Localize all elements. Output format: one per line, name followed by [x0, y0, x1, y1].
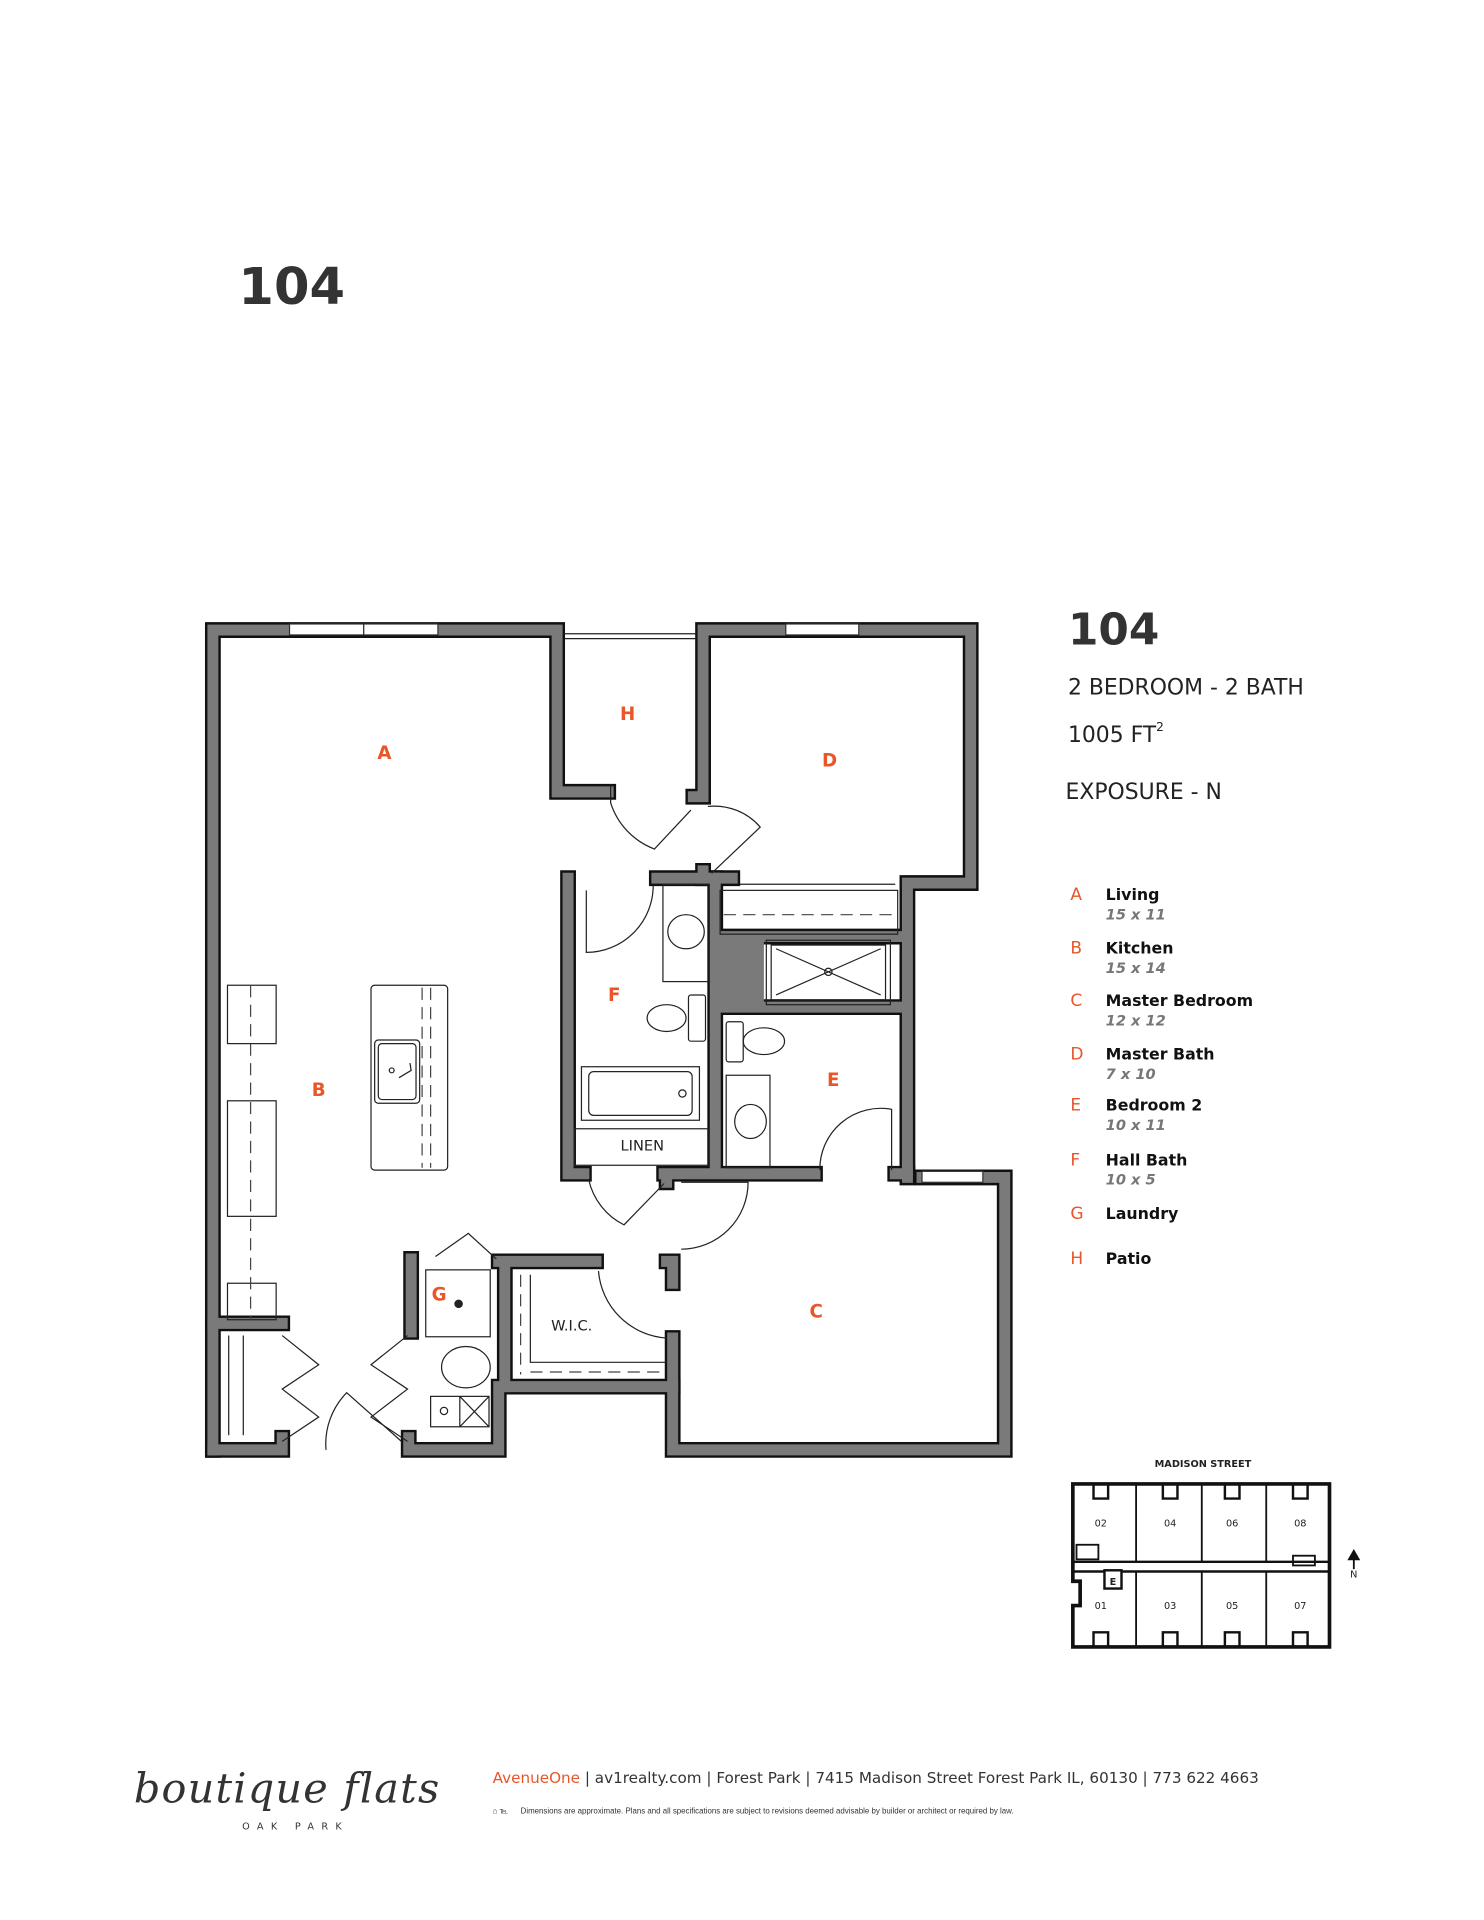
legend-item: E Bedroom 2 10 x 11 — [1070, 1096, 1202, 1134]
unit-layout: 2 BEDROOM - 2 BATH — [1068, 676, 1304, 701]
legend-room-name: Patio — [1106, 1249, 1152, 1268]
disclaimer: Dimensions are approximate. Plans and al… — [521, 1807, 1014, 1816]
room-legend: A Living 15 x 11 B Kitchen 15 x 14 C Master Bed… — [1070, 885, 1253, 1269]
key-plan-unit: 07 — [1294, 1601, 1306, 1612]
wall — [685, 622, 979, 1186]
street-label: MADISON STREET — [1155, 1459, 1252, 1470]
elevator-label: E — [1110, 1577, 1117, 1588]
legend-room-dims: 10 x 5 — [1106, 1172, 1156, 1189]
legend-item: B Kitchen 15 x 14 — [1070, 939, 1173, 977]
legend-room-name: Master Bath — [1106, 1044, 1215, 1063]
key-plan-unit: 04 — [1164, 1519, 1176, 1530]
plumbing-chase — [717, 939, 764, 1005]
legend-room-name: Master Bedroom — [1106, 991, 1253, 1010]
key-plan-unit: 02 — [1095, 1519, 1107, 1530]
legend-item: D Master Bath 7 x 10 — [1070, 1044, 1214, 1082]
floor-plan — [204, 622, 1013, 1458]
contact-line: AvenueOne | av1realty.com | Forest Park … — [493, 1769, 1259, 1787]
legend-room-name: Hall Bath — [1106, 1150, 1188, 1169]
legend-item: G Laundry — [1070, 1204, 1179, 1224]
legend-letter: E — [1070, 1096, 1081, 1116]
legend-room-dims: 15 x 14 — [1106, 960, 1166, 977]
legend-letter: A — [1070, 885, 1082, 905]
legend-room-dims: 15 x 11 — [1106, 907, 1166, 924]
legend-item: H Patio — [1070, 1249, 1151, 1269]
key-plan-unit: 06 — [1226, 1519, 1238, 1530]
room-labels: A H D F B E G C LINEN W.I.C. — [312, 704, 840, 1335]
legend-letter: B — [1070, 939, 1082, 959]
equal-housing-icon: ⌂ ℡ — [493, 1807, 509, 1816]
brand-name: AvenueOne — [493, 1769, 580, 1787]
logo-subtitle: OAK PARK — [242, 1821, 349, 1832]
wall — [661, 1255, 679, 1289]
legend-letter: D — [1070, 1044, 1083, 1064]
north-arrow-icon — [1347, 1549, 1361, 1570]
key-plan-unit: 01 — [1095, 1601, 1107, 1612]
legend-letter: G — [1070, 1204, 1083, 1224]
unit-heading: 104 — [238, 258, 345, 317]
legend-letter: F — [1070, 1150, 1080, 1170]
legend-room-name: Laundry — [1106, 1204, 1179, 1223]
room-label-d: D — [822, 750, 837, 771]
room-label-f: F — [608, 985, 620, 1006]
room-label-g: G — [432, 1284, 447, 1305]
legend-letter: H — [1070, 1249, 1083, 1269]
brand-logo: boutique flats — [134, 1765, 441, 1813]
room-label-e: E — [827, 1070, 839, 1091]
legend-item: F Hall Bath 10 x 5 — [1070, 1150, 1187, 1188]
unit-info: 104 2 BEDROOM - 2 BATH 1005 FT2 EXPOSURE… — [1066, 605, 1304, 805]
legend-letter: C — [1070, 991, 1082, 1011]
north-label: N — [1350, 1570, 1357, 1581]
legend-room-dims: 10 x 11 — [1106, 1117, 1166, 1134]
wall — [687, 624, 977, 1183]
wall — [207, 1432, 288, 1456]
key-plan: MADISON STREET E N 02 04 06 08 01 03 05 07 — [1071, 1459, 1361, 1649]
unit-area: 1005 FT2 — [1068, 720, 1164, 748]
legend-room-name: Kitchen — [1106, 939, 1174, 958]
room-label-a: A — [377, 743, 392, 764]
key-plan-unit: 05 — [1226, 1601, 1238, 1612]
legend-room-dims: 7 x 10 — [1106, 1066, 1156, 1083]
legend-item: C Master Bedroom 12 x 12 — [1070, 991, 1253, 1029]
room-label-h: H — [620, 704, 635, 725]
footer: boutique flats OAK PARK AvenueOne | av1r… — [134, 1765, 1259, 1833]
legend-room-dims: 12 x 12 — [1106, 1012, 1166, 1029]
wall — [207, 624, 614, 1456]
wall — [562, 872, 590, 1180]
legend-item: A Living 15 x 11 — [1070, 885, 1165, 923]
legend-room-name: Living — [1106, 885, 1160, 904]
unit-exposure: EXPOSURE - N — [1066, 780, 1222, 805]
room-label-c: C — [810, 1301, 823, 1322]
unit-number: 104 — [1068, 605, 1159, 656]
room-label-linen: LINEN — [621, 1138, 664, 1155]
legend-room-name: Bedroom 2 — [1106, 1096, 1203, 1115]
key-plan-unit: 08 — [1294, 1519, 1306, 1530]
room-label-wic: W.I.C. — [551, 1318, 592, 1335]
room-label-b: B — [312, 1080, 326, 1101]
key-plan-unit: 03 — [1164, 1601, 1176, 1612]
